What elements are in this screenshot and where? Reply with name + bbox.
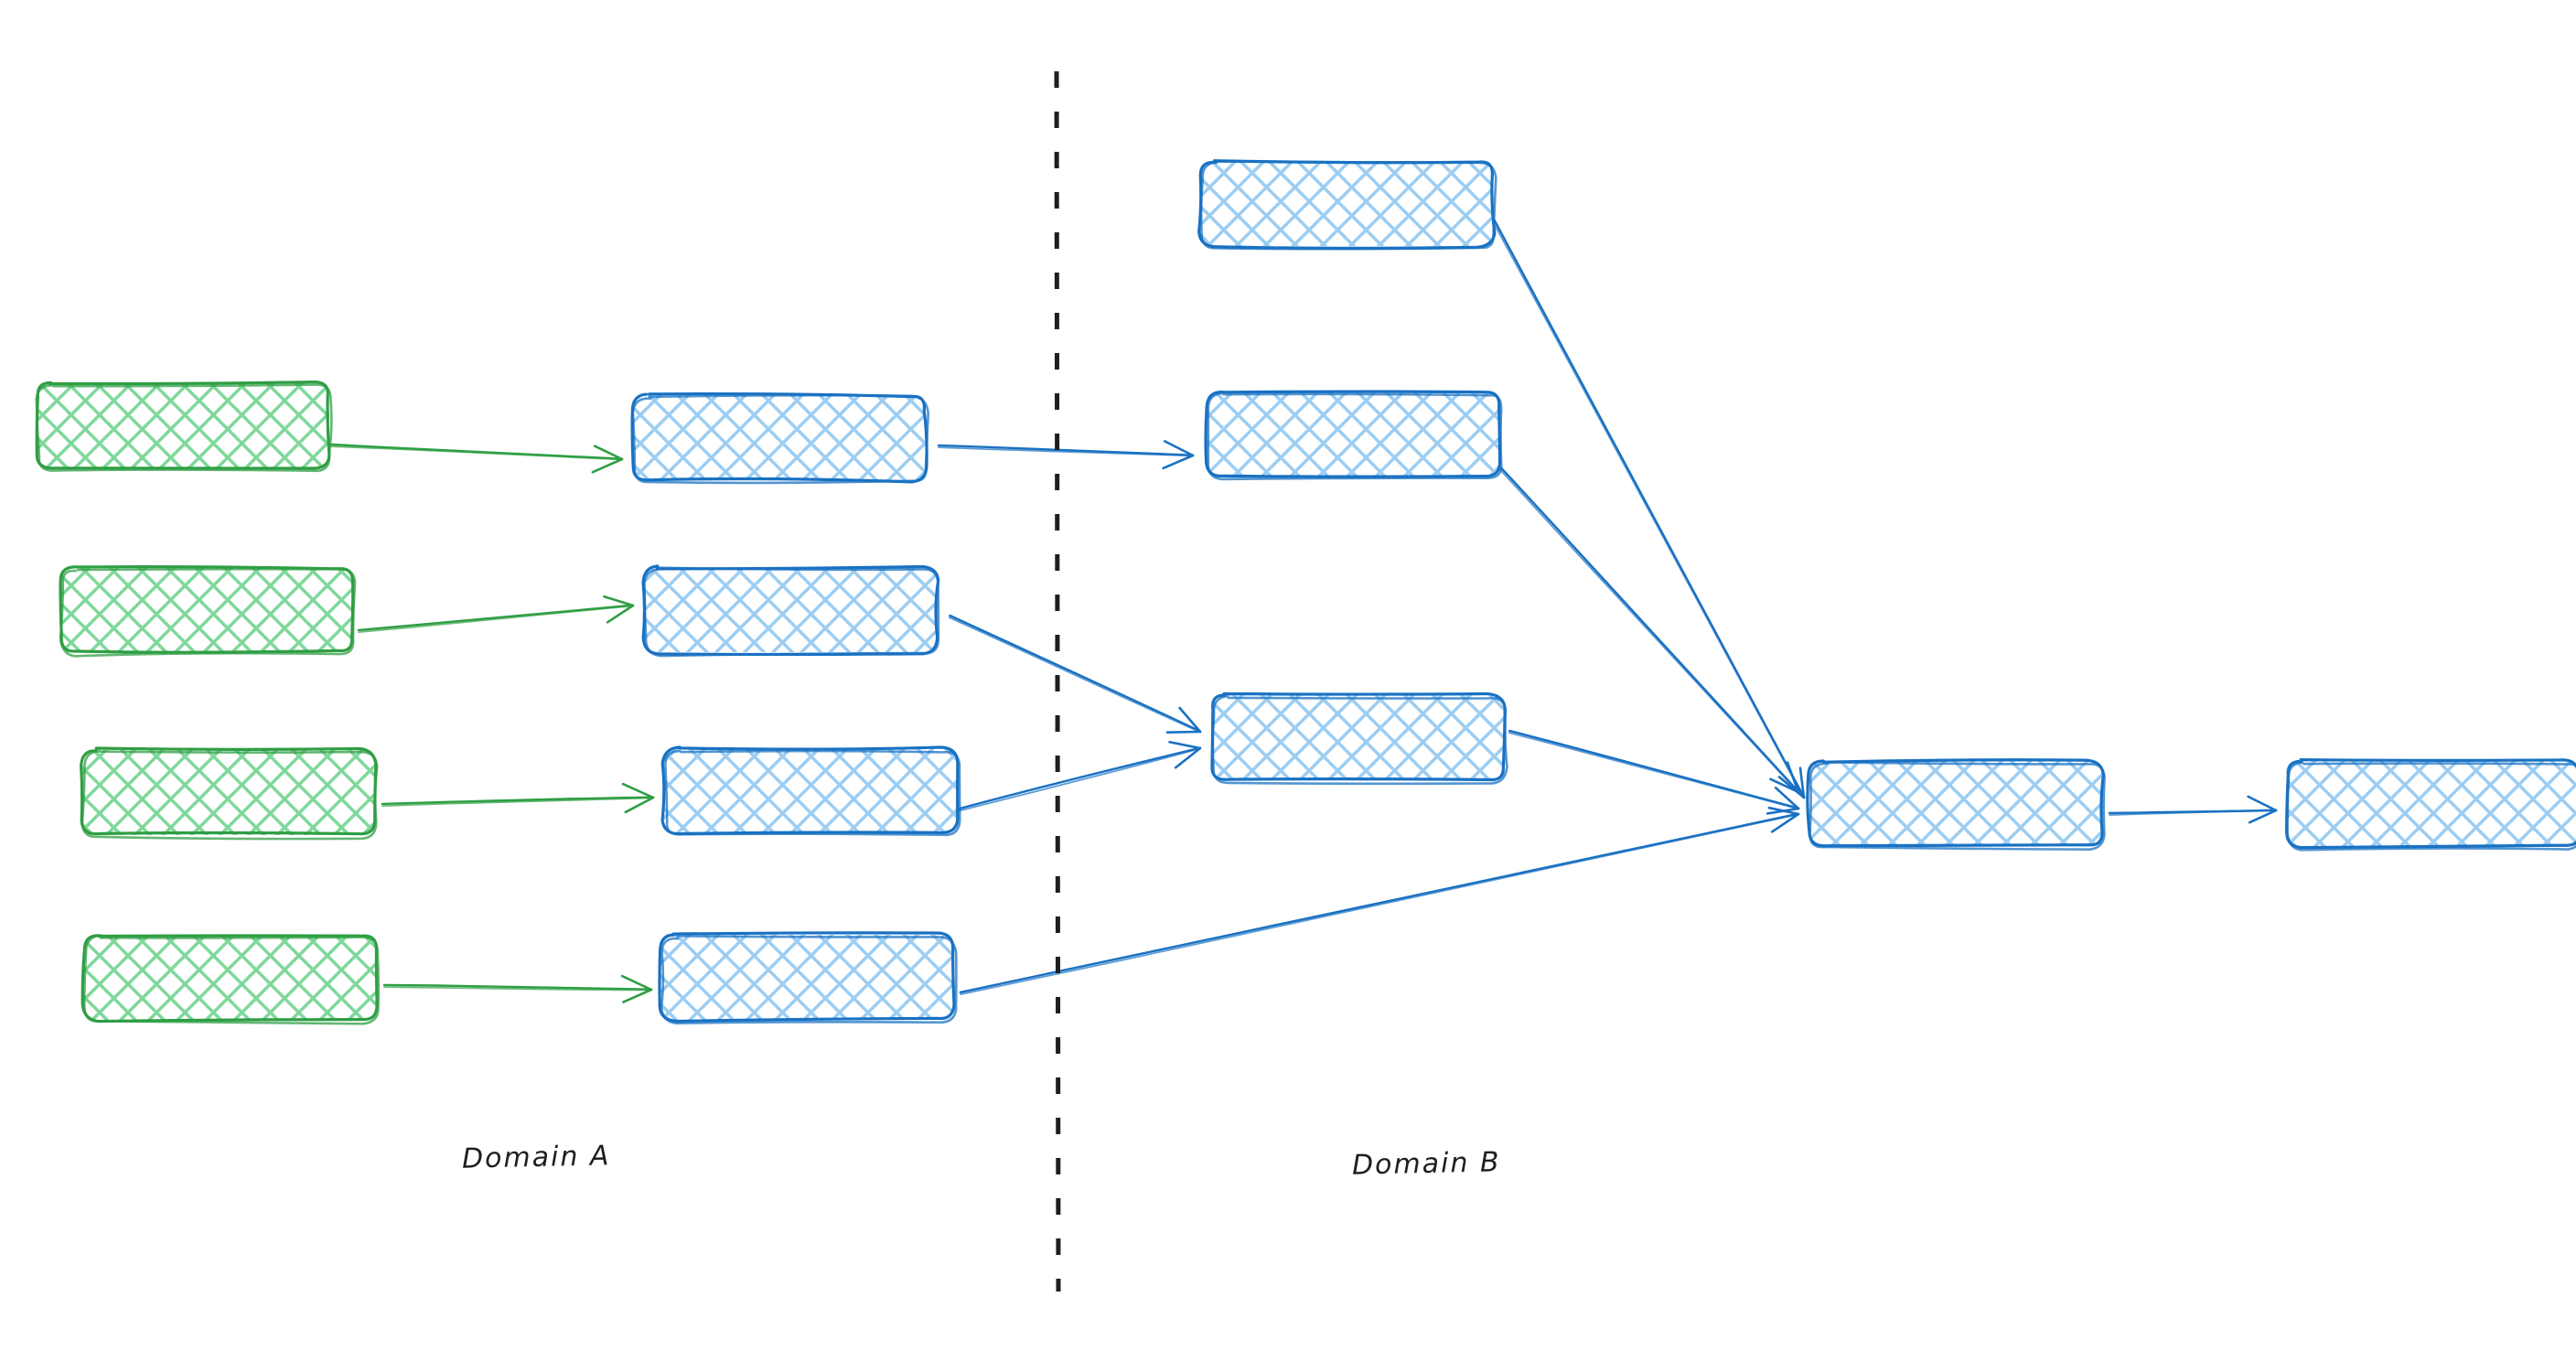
domain-divider [1054, 70, 1061, 1292]
node-a4[interactable] [80, 934, 381, 1025]
node-a3[interactable] [80, 746, 379, 841]
node-layer [35, 159, 2576, 1025]
node-b4[interactable] [658, 931, 958, 1025]
node-c2[interactable] [1204, 390, 1503, 481]
node-e1[interactable] [2285, 757, 2576, 852]
edge-c1-to-d1 [1491, 218, 1806, 799]
edge-layer [329, 218, 2278, 1003]
node-d1[interactable] [1806, 758, 2106, 852]
node-c3[interactable] [1210, 691, 1508, 786]
edge-a4-to-b4 [382, 974, 653, 1003]
node-b2[interactable] [641, 564, 940, 658]
node-b1[interactable] [630, 391, 929, 485]
label-domain-b: Domain B [1351, 1146, 1501, 1182]
edge-c3-to-d1 [1508, 729, 1800, 815]
edge-a2-to-b2 [357, 595, 635, 633]
label-domain-a: Domain A [461, 1140, 611, 1175]
divider-layer [1054, 70, 1061, 1292]
edge-b1-to-c2 [937, 440, 1195, 470]
edge-b3-to-c3 [955, 740, 1202, 812]
node-c1[interactable] [1197, 159, 1497, 251]
edge-d1-to-e1 [2108, 795, 2278, 824]
node-b3[interactable] [660, 745, 961, 837]
edge-b2-to-c3 [948, 614, 1202, 734]
edge-a3-to-b3 [381, 782, 655, 814]
edge-a1-to-b1 [329, 443, 624, 474]
node-a1[interactable] [35, 381, 333, 473]
node-a2[interactable] [59, 565, 357, 658]
edge-b4-to-d1 [959, 806, 1800, 995]
edge-c2-to-d1 [1498, 466, 1800, 794]
